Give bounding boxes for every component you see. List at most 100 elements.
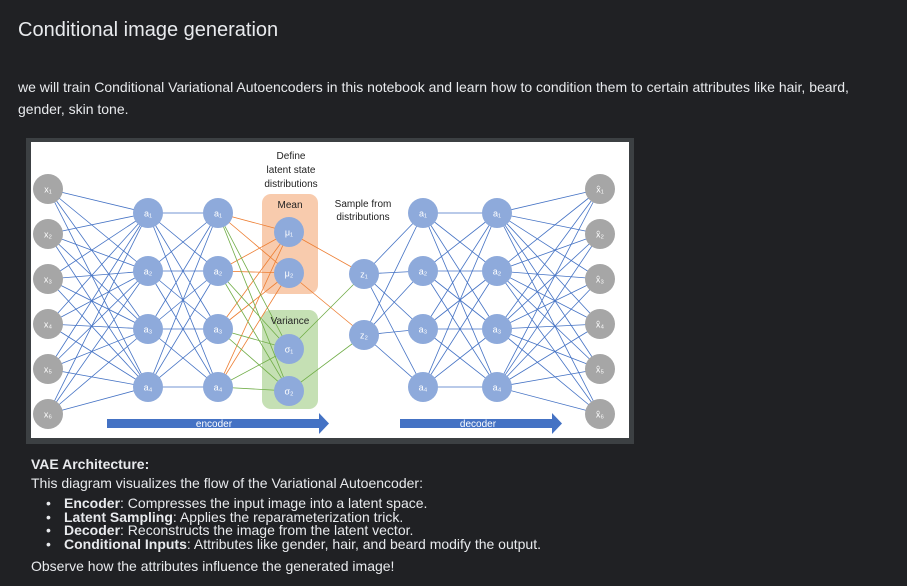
- edge-hidden-hidden: [147, 328, 219, 388]
- edge-input-hidden: [47, 188, 149, 388]
- decoder-hidden-2-node-label: a₂: [493, 267, 502, 277]
- define-label: latent state: [267, 165, 316, 176]
- encoder-hidden-2-node: [203, 372, 233, 402]
- edge-input-hidden: [47, 212, 149, 325]
- edge-hidden-output: [496, 188, 601, 388]
- encoder-hidden-2-node: [203, 198, 233, 228]
- edge-input-hidden: [47, 233, 149, 330]
- edge-hidden-mean: [217, 212, 290, 274]
- encoder-hidden-2-node-label: a₁: [214, 209, 222, 219]
- output-node-label: x̂₄: [596, 320, 605, 330]
- decoder-label: decoder: [460, 419, 497, 430]
- edge-hidden-output: [496, 233, 601, 388]
- point-conditional-inputs: •Conditional Inputs: Attributes like gen…: [46, 535, 541, 552]
- edge-input-hidden: [47, 188, 149, 272]
- sample-label: distributions: [336, 212, 389, 223]
- latent-node: [349, 320, 379, 350]
- edge-input-hidden: [47, 188, 149, 214]
- edge-input-hidden: [47, 212, 149, 235]
- cell-title: Conditional image generation: [18, 19, 279, 41]
- sample-label: Sample from: [335, 199, 392, 210]
- edge-input-hidden: [47, 270, 149, 325]
- edge-input-hidden: [47, 270, 149, 280]
- input-node: [33, 354, 63, 384]
- edge-input-hidden: [47, 278, 149, 330]
- output-node: [585, 354, 615, 384]
- encoder-hidden-2-node-label: a₄: [214, 383, 223, 393]
- output-node-label: x̂₁: [596, 185, 604, 195]
- variance-node: [274, 334, 304, 364]
- edge-input-hidden: [47, 233, 149, 388]
- mean-node-label: μ₁: [285, 228, 293, 238]
- decoder-hidden-2-node-label: a₃: [493, 325, 502, 335]
- encoder-hidden-2-node: [203, 314, 233, 344]
- edge-hidden-hidden: [147, 212, 219, 272]
- edge-hidden-hidden: [422, 270, 498, 388]
- mean-node: [274, 258, 304, 288]
- edge-input-hidden: [47, 368, 149, 388]
- edge-input-hidden: [47, 270, 149, 370]
- edge-hidden-hidden: [422, 212, 498, 272]
- input-node-label: x₃: [44, 275, 53, 285]
- edge-hidden-variance: [217, 328, 290, 392]
- description-text: This diagram visualizes the flow of the …: [31, 475, 423, 491]
- edge-hidden-variance: [217, 212, 290, 392]
- edge-input-hidden: [47, 386, 149, 415]
- edge-hidden-output: [496, 270, 601, 280]
- edge-variance-latent: [288, 273, 365, 350]
- input-node: [33, 219, 63, 249]
- variance-node: [274, 376, 304, 406]
- point-decoder: •Decoder: Reconstructs the image from th…: [46, 522, 414, 538]
- point-detail: : Compresses the input image into a late…: [120, 495, 428, 511]
- decoder-hidden-1-node: [408, 198, 438, 228]
- encoder-hidden-1-node: [133, 314, 163, 344]
- edge-mean-latent: [288, 272, 365, 336]
- encoder-hidden-1-node-label: a₄: [144, 383, 153, 393]
- encoder-hidden-2-node-label: a₃: [214, 325, 223, 335]
- edge-hidden-output: [496, 323, 601, 388]
- input-node: [33, 309, 63, 339]
- edge-input-hidden: [47, 212, 149, 415]
- input-node-label: x₅: [44, 365, 53, 375]
- edge-hidden-output: [496, 212, 601, 235]
- encoder-hidden-1-node: [133, 198, 163, 228]
- edge-hidden-output: [496, 212, 601, 280]
- point-detail: : Applies the reparameterization trick.: [172, 508, 404, 525]
- decoder-hidden-2-node-label: a₁: [493, 209, 501, 219]
- edge-hidden-hidden: [147, 270, 219, 388]
- edge-hidden-hidden: [422, 328, 498, 388]
- edge-input-hidden: [47, 323, 149, 330]
- input-node: [33, 399, 63, 429]
- vae-diagram-svg: x₁x₂x₃x₄x₅x₆a₁a₂a₃a₄a₁a₂a₃a₄μ₁μ₂σ₁σ₂z₁z₂…: [33, 151, 615, 434]
- output-node: [585, 309, 615, 339]
- input-node-label: x₁: [44, 185, 52, 195]
- define-label: distributions: [264, 179, 317, 190]
- point-term: Encoder: [64, 495, 121, 511]
- edge-hidden-output: [496, 270, 601, 325]
- edge-hidden-output: [496, 212, 601, 415]
- edge-input-hidden: [47, 188, 149, 330]
- mean-node: [274, 217, 304, 247]
- encoder-hidden-2-node-label: a₂: [214, 267, 223, 277]
- output-node-label: x̂₅: [596, 365, 605, 375]
- output-node-label: x̂₆: [596, 410, 605, 420]
- encoder-hidden-1-node-label: a₃: [144, 325, 153, 335]
- input-node-label: x₄: [44, 320, 53, 330]
- decoder-arrow: [400, 419, 552, 428]
- decoder-arrowhead: [552, 413, 562, 434]
- edge-hidden-variance: [217, 270, 290, 392]
- encoder-hidden-1-node-label: a₁: [144, 209, 152, 219]
- encoder-hidden-1-node-label: a₂: [144, 267, 153, 277]
- decoder-hidden-2-node: [482, 198, 512, 228]
- decoder-hidden-1-node: [408, 256, 438, 286]
- decoder-hidden-2-node-label: a₄: [493, 383, 502, 393]
- edge-input-hidden: [47, 212, 149, 370]
- edge-variance-latent: [288, 334, 365, 392]
- edge-input-hidden: [47, 233, 149, 272]
- edge-hidden-output: [496, 212, 601, 325]
- decoder-hidden-1-node: [408, 314, 438, 344]
- encoder-arrowhead: [319, 413, 329, 434]
- point-detail: : Reconstructs the image from the latent…: [120, 522, 414, 538]
- input-node: [33, 174, 63, 204]
- point-encoder: •Encoder: Compresses the input image int…: [46, 495, 428, 511]
